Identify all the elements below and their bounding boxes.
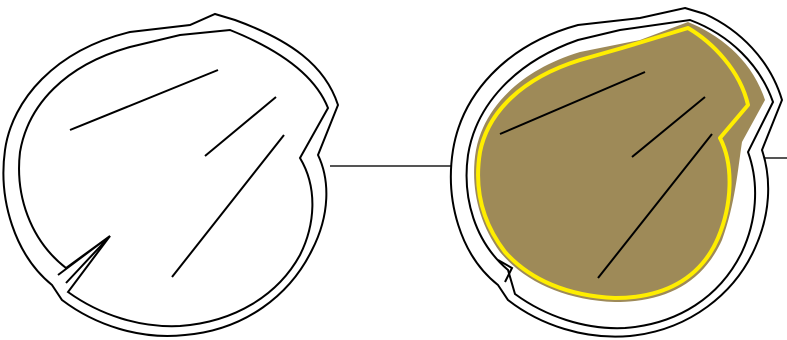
shape-right[interactable]: [451, 8, 782, 337]
shape-left[interactable]: [3, 14, 338, 336]
